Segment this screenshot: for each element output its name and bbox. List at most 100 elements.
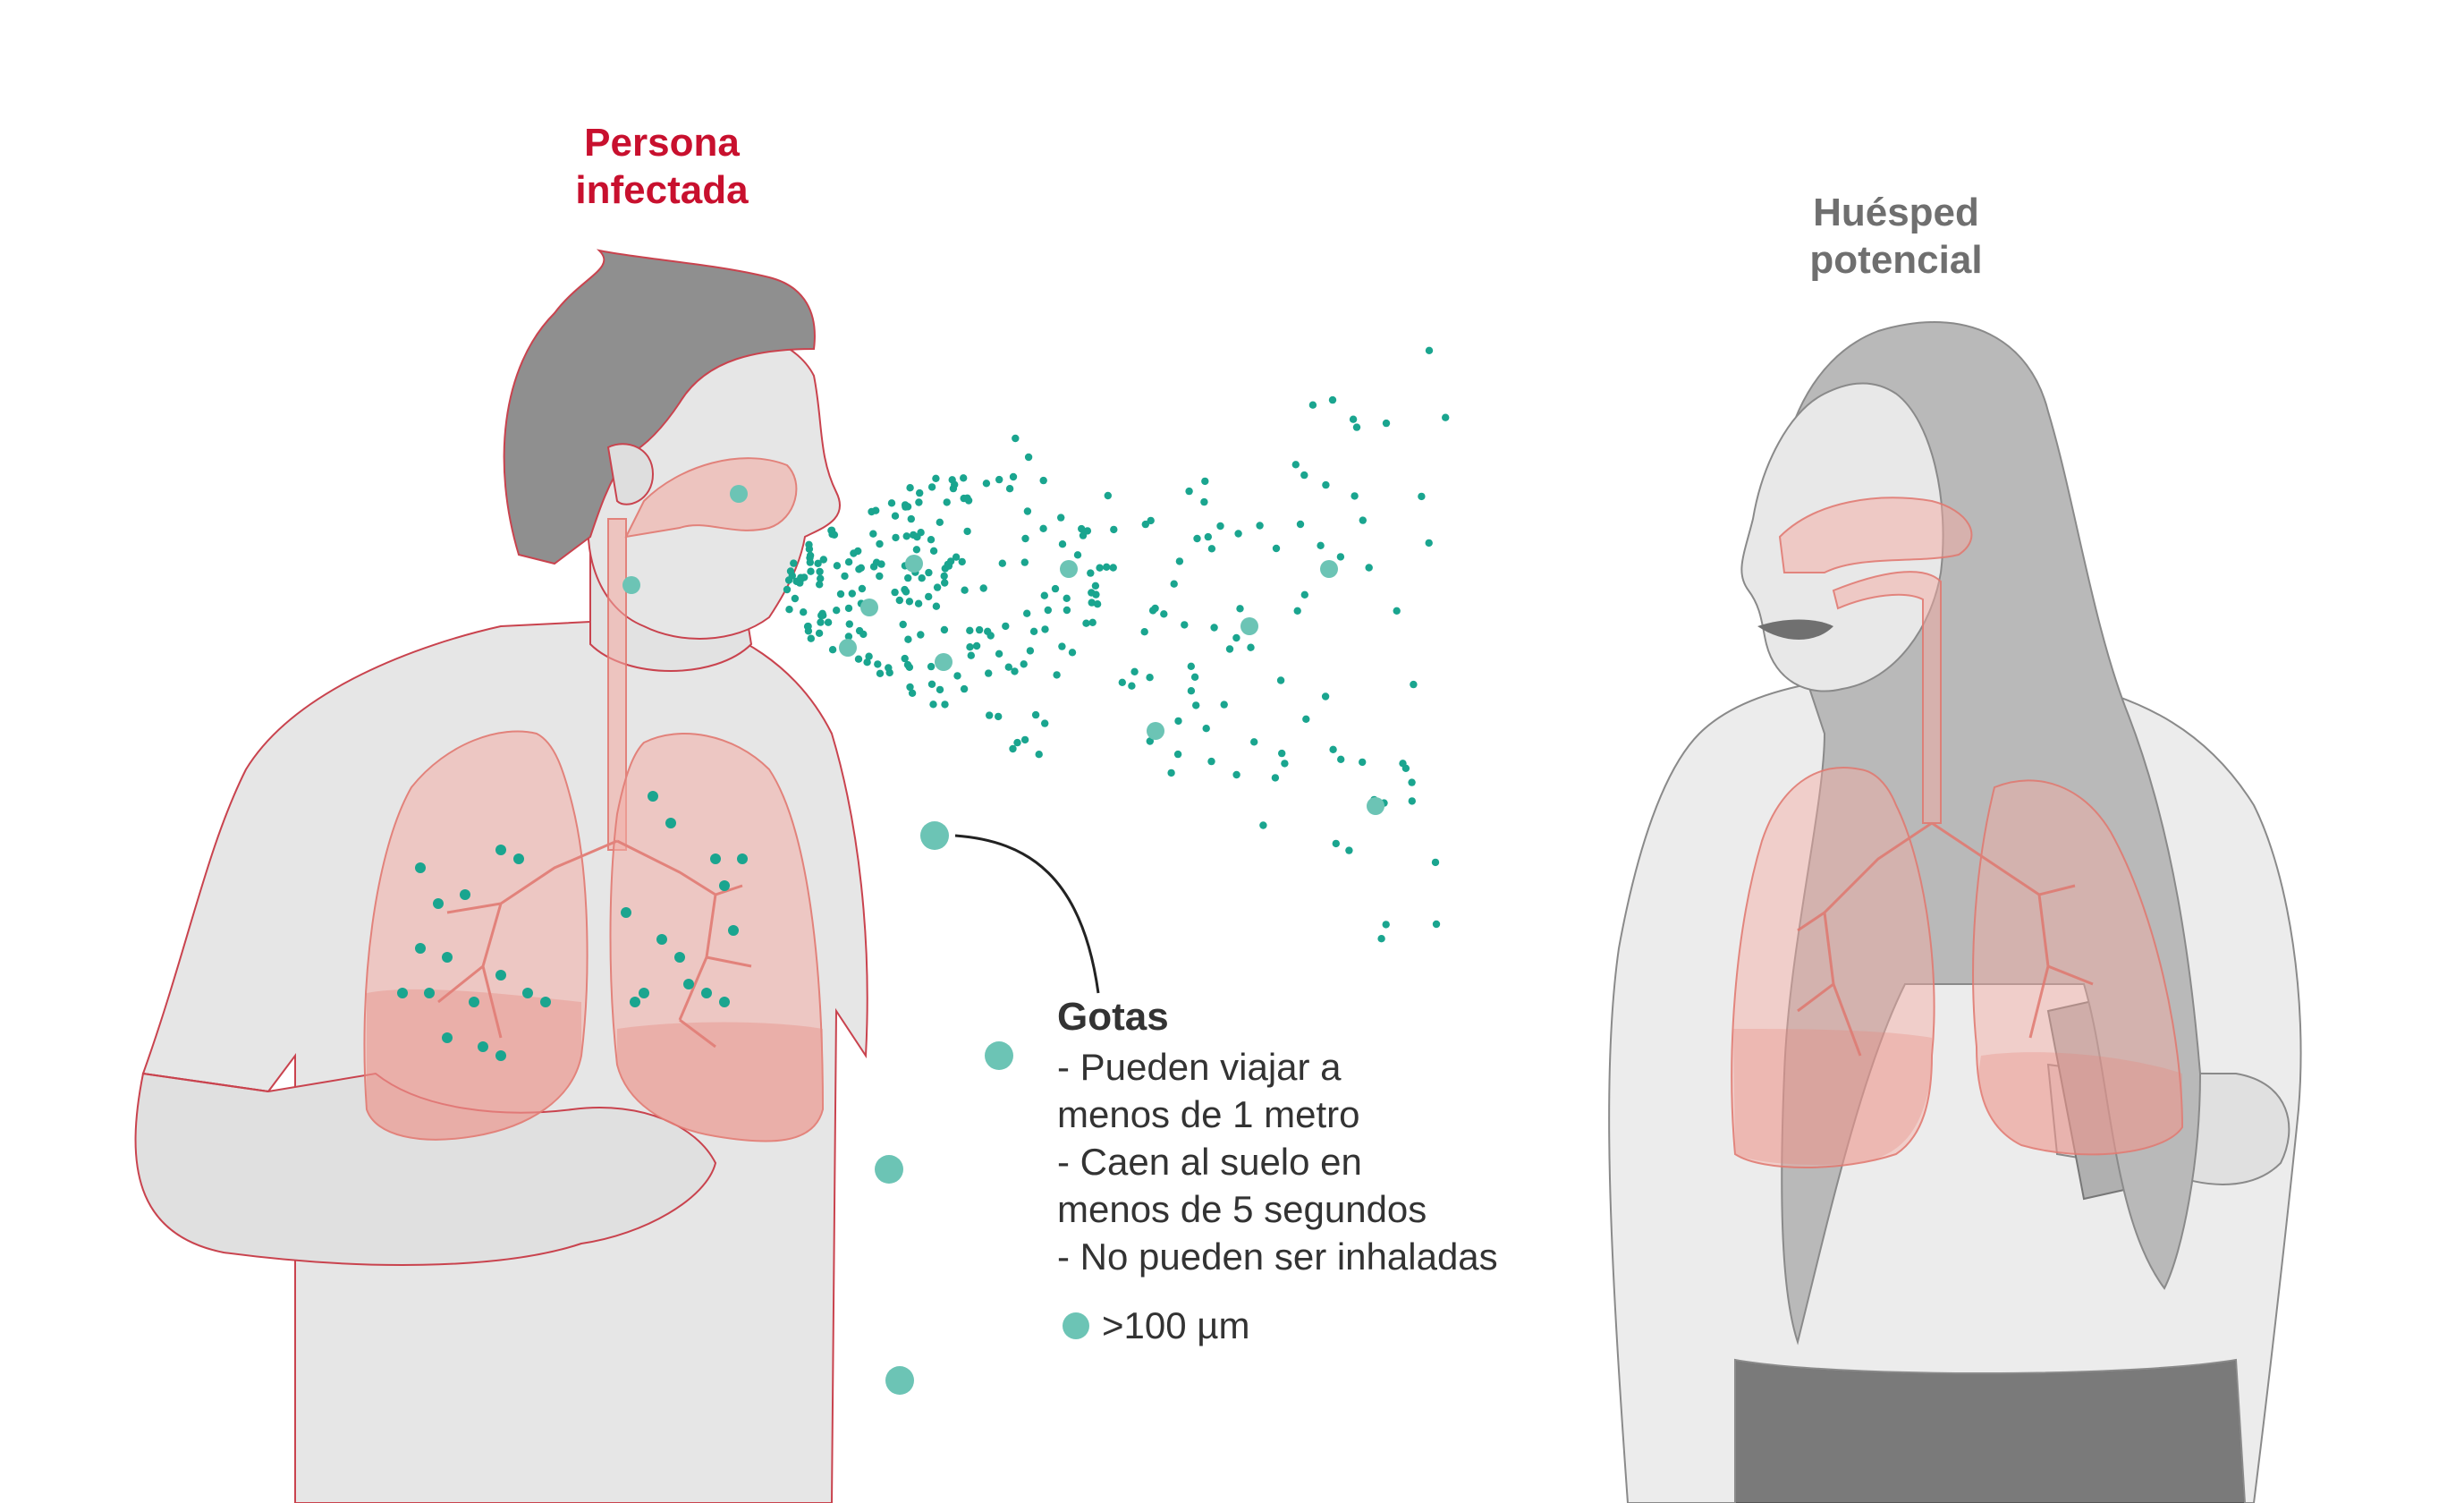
legend-size-key: >100 µm (1063, 1304, 1249, 1347)
aerosol-droplet (1351, 492, 1359, 500)
infected-label-line-2: infectada (575, 167, 749, 212)
aerosol-droplet (1393, 607, 1401, 615)
droplet-legend: Gotas - Pueden viajar a menos de 1 metro… (1057, 995, 1558, 1280)
aerosol-droplet (1204, 532, 1213, 541)
large-droplet (1240, 617, 1258, 635)
aerosol-droplet (786, 567, 795, 575)
aerosol-droplet (918, 574, 926, 582)
aerosol-droplet (915, 498, 923, 506)
aerosol-droplet (1377, 935, 1385, 943)
aerosol-droplet (1146, 737, 1155, 745)
aerosol-droplet (1207, 757, 1215, 766)
host-lung-base-right (1978, 1052, 2182, 1155)
aerosol-droplet (1216, 522, 1224, 531)
aerosol-droplet (719, 880, 730, 891)
aerosol-droplet (858, 584, 867, 593)
aerosol-droplet (1130, 667, 1139, 675)
aerosol-droplet (674, 952, 685, 963)
aerosol-droplet (791, 594, 800, 603)
aerosol-droplet (844, 604, 853, 613)
aerosol-droplet (710, 853, 721, 864)
infected-label-line-1: Persona (584, 121, 740, 165)
aerosol-droplet (827, 526, 836, 534)
legend-line-4: menos de 5 segundos (1057, 1188, 1427, 1230)
aerosol-droplet (929, 547, 938, 555)
aerosol-droplet (1192, 701, 1200, 709)
aerosol-droplet (836, 590, 845, 599)
aerosol-droplet (1185, 487, 1193, 496)
aerosol-droplet (905, 598, 914, 606)
aerosol-droplet (639, 988, 649, 998)
aerosol-droplet (1308, 401, 1317, 409)
host-respiratory-system (1731, 497, 2184, 1168)
infected-respiratory-system (363, 457, 825, 1142)
large-droplet (935, 653, 953, 671)
large-droplet (985, 1041, 1013, 1070)
aerosol-droplet (807, 567, 815, 575)
aerosol-droplet (1160, 610, 1168, 618)
aerosol-droplet (797, 573, 805, 582)
host-person-mouth (1757, 619, 1833, 640)
aerosol-droplet (513, 853, 524, 864)
infected-nasal-cavity (624, 457, 798, 539)
aerosol-droplet (648, 791, 658, 802)
aerosol-droplet (1039, 524, 1047, 532)
host-right-lung (1972, 779, 2184, 1156)
aerosol-droplet (656, 934, 667, 945)
aerosol-droplet (1187, 662, 1196, 670)
host-person-face (1740, 382, 1944, 692)
aerosol-droplet (1408, 778, 1416, 786)
legend-size-label: >100 µm (1102, 1304, 1250, 1346)
aerosol-droplet (824, 618, 833, 626)
aerosol-droplet (966, 643, 974, 651)
host-nasal-cavity (1778, 497, 1973, 573)
aerosol-droplet (906, 683, 914, 692)
aerosol-droplet (932, 602, 941, 610)
aerosol-droplet (1442, 413, 1450, 421)
aerosol-droplet (844, 558, 853, 566)
aerosol-droplet (872, 506, 880, 514)
legend-line-3: - Caen al suelo en (1057, 1141, 1362, 1183)
aerosol-droplet (1175, 557, 1184, 565)
legend-line-2: menos de 1 metro (1057, 1093, 1360, 1135)
aerosol-droplet (1332, 839, 1341, 848)
aerosol-droplet (1029, 627, 1038, 635)
aerosol-droplet (863, 658, 871, 667)
large-droplet (860, 599, 878, 616)
infected-lung-base (367, 989, 581, 1140)
aerosol-droplet (1328, 395, 1337, 404)
aerosol-droplet (800, 608, 808, 616)
aerosol-droplet (848, 590, 856, 598)
aerosol-droplet (1147, 516, 1155, 525)
aerosol-droplet (1091, 582, 1100, 590)
aerosol-droplet (1200, 497, 1208, 506)
aerosol-droplet (904, 573, 912, 582)
aerosol-droplet (1250, 738, 1258, 746)
aerosol-droplet (865, 652, 873, 660)
aerosol-droplet (1225, 645, 1234, 653)
aerosol-droplet (907, 514, 915, 523)
aerosol-droplet (925, 592, 933, 601)
aerosol-droplet (1322, 480, 1330, 489)
aerosol-droplet (1140, 628, 1148, 636)
aerosol-droplet (1173, 750, 1182, 759)
aerosol-droplet (1051, 584, 1060, 593)
aerosol-droplet (1256, 522, 1264, 530)
aerosol-droplet (1236, 605, 1244, 613)
aerosol-droplet (960, 684, 969, 693)
aerosol-droplet (1232, 770, 1240, 779)
aerosol-droplet (902, 503, 910, 511)
aerosol-droplet (728, 925, 739, 936)
aerosol-droplet (1418, 492, 1426, 501)
aerosol-droplet (1337, 755, 1345, 763)
aerosol-droplet (1141, 520, 1150, 529)
aerosol-droplet (1345, 846, 1353, 854)
aerosol-droplet (1187, 687, 1196, 695)
aerosol-droplet (936, 518, 944, 526)
aerosol-droplet (1002, 622, 1010, 631)
large-droplet (622, 576, 640, 594)
legend-title: Gotas (1057, 995, 1169, 1039)
aerosol-droplet (915, 488, 924, 497)
aerosol-droplet (1365, 564, 1373, 572)
aerosol-droplet (1011, 667, 1019, 675)
